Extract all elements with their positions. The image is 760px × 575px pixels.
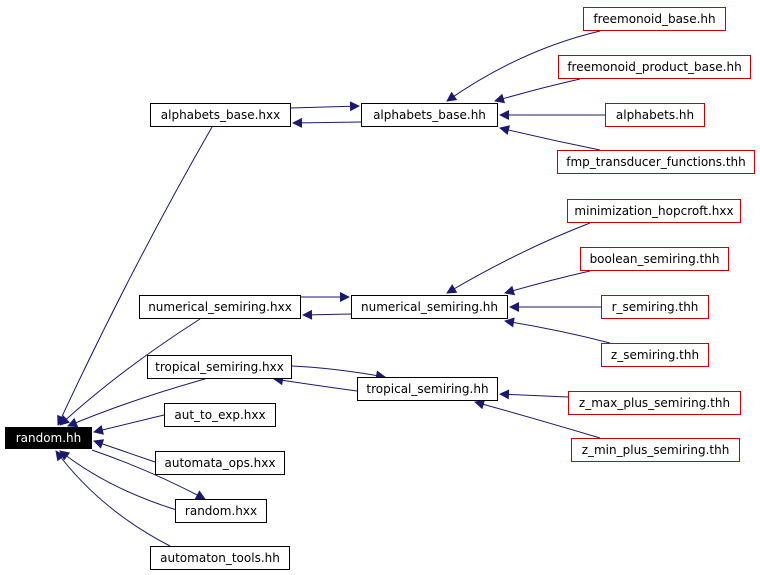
edge-aut-to-exp-to-random xyxy=(93,414,165,435)
edge-fmp-transducer-to-alphabets-base-hh xyxy=(499,125,601,151)
edge-alphabets-base-hh-to-hxx xyxy=(292,117,362,128)
edge-z-min-plus-to-tropical-semiring-hh xyxy=(474,399,601,439)
edge-alphabets-base-hxx-to-hh xyxy=(290,101,360,112)
edge-random-to-random-hxx xyxy=(91,449,206,500)
node-alphabets-base-hh[interactable]: alphabets_base.hh xyxy=(361,103,498,127)
node-freemonoid-base-hh[interactable]: freemonoid_base.hh xyxy=(583,7,726,31)
edge-boolean-semiring-to-numerical-semiring-hh xyxy=(504,270,591,296)
node-aut-to-exp-hxx[interactable]: aut_to_exp.hxx xyxy=(164,403,276,427)
edge-tropical-semiring-hh-to-hxx xyxy=(273,375,358,392)
edge-automaton-tools-to-random xyxy=(55,450,171,547)
node-tropical-semiring-hh[interactable]: tropical_semiring.hh xyxy=(357,377,498,401)
node-automaton-tools-hh[interactable]: automaton_tools.hh xyxy=(150,546,290,570)
node-freemonoid-product-base-hh[interactable]: freemonoid_product_base.hh xyxy=(558,55,751,79)
edge-freemonoid-base-to-alphabets-base-hh xyxy=(446,30,601,102)
edge-z-semiring-to-numerical-semiring-hh xyxy=(504,317,611,344)
node-tropical-semiring-hxx[interactable]: tropical_semiring.hxx xyxy=(147,355,292,379)
node-minimization-hopcroft-hxx[interactable]: minimization_hopcroft.hxx xyxy=(567,199,741,223)
edge-random-hxx-to-random xyxy=(59,450,181,512)
edge-alphabets-base-hxx-to-random xyxy=(57,126,213,426)
edge-minimization-hopcroft-to-numerical-semiring-hh xyxy=(446,222,591,294)
node-alphabets-hh[interactable]: alphabets.hh xyxy=(605,103,705,127)
edge-tropical-semiring-hxx-to-random xyxy=(67,378,206,428)
node-fmp-transducer-functions-thh[interactable]: fmp_transducer_functions.thh xyxy=(557,150,755,174)
edge-automata-ops-to-random xyxy=(93,439,156,463)
edge-numerical-semiring-hxx-to-random xyxy=(59,318,201,426)
edge-numerical-semiring-hh-to-hxx xyxy=(302,309,352,320)
edge-tropical-semiring-hxx-to-hh xyxy=(291,365,386,381)
node-z-max-plus-semiring-thh[interactable]: z_max_plus_semiring.thh xyxy=(568,391,741,415)
node-automata-ops-hxx[interactable]: automata_ops.hxx xyxy=(155,451,285,475)
node-r-semiring-thh[interactable]: r_semiring.thh xyxy=(601,295,709,319)
node-alphabets-base-hxx[interactable]: alphabets_base.hxx xyxy=(150,103,291,127)
edge-z-max-plus-to-tropical-semiring-hh xyxy=(499,389,569,400)
node-random-hh[interactable]: random.hh xyxy=(5,427,92,449)
node-z-min-plus-semiring-thh[interactable]: z_min_plus_semiring.thh xyxy=(571,438,740,462)
node-boolean-semiring-thh[interactable]: boolean_semiring.thh xyxy=(580,247,729,271)
node-numerical-semiring-hxx[interactable]: numerical_semiring.hxx xyxy=(139,295,301,319)
node-numerical-semiring-hh[interactable]: numerical_semiring.hh xyxy=(351,295,508,319)
edge-freemonoid-product-base-to-alphabets-base-hh xyxy=(494,78,581,104)
node-random-hxx[interactable]: random.hxx xyxy=(175,499,267,523)
node-z-semiring-thh[interactable]: z_semiring.thh xyxy=(601,343,709,367)
